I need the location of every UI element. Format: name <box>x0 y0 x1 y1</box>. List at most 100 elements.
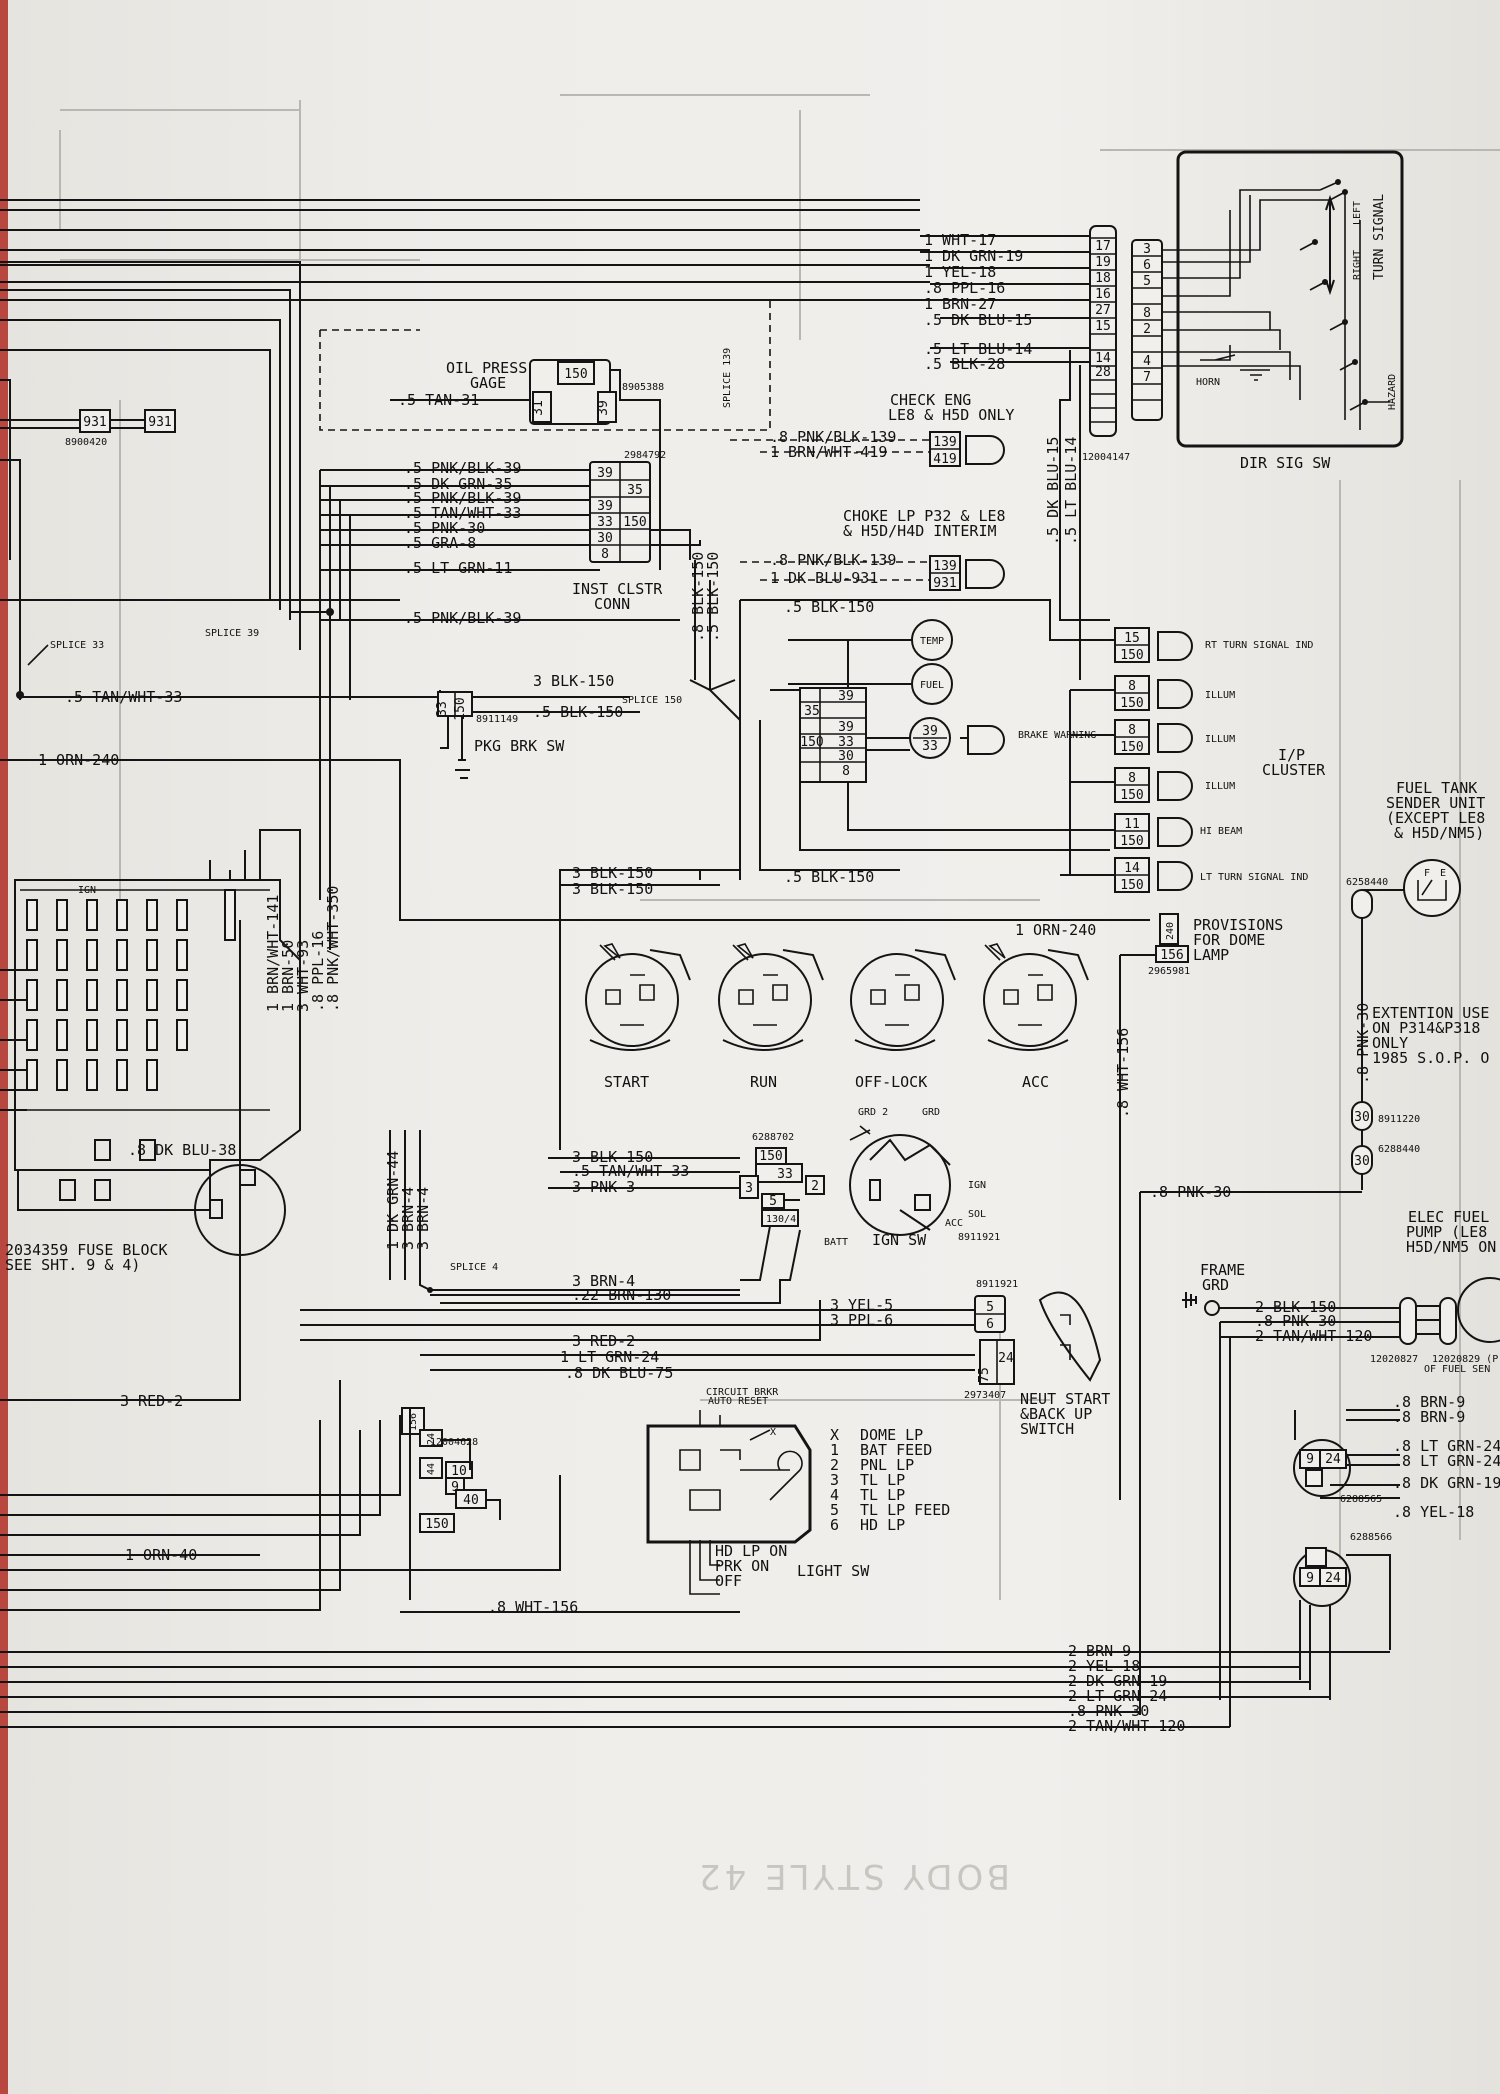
splice-139-label: SPLICE 139 <box>722 348 733 408</box>
check-eng-label-1: CHECK ENG <box>890 391 971 409</box>
fuel-sender-f: F <box>1424 868 1430 879</box>
ind-5-pin-bot: 150 <box>1120 834 1143 849</box>
oil-press-label-2: GAGE <box>470 374 506 392</box>
inst-wire-6: .5 GRA-8 <box>404 534 476 552</box>
ign-sw-label: IGN SW <box>872 1231 927 1249</box>
fuse-block-label-1: 2034359 FUSE BLOCK <box>5 1241 168 1259</box>
wire-label-blk-28: .5 BLK-28 <box>924 355 1005 373</box>
ls-pin-44: 44 <box>426 1463 437 1475</box>
wire-label-tan-31: .5 TAN-31 <box>398 391 479 409</box>
extention-connectors <box>1351 1101 1373 1175</box>
light-sw-part: 12004628 <box>430 1437 478 1448</box>
fuse-wire-wht-93: 3 WHT-93 <box>294 940 312 1012</box>
dir-pin-16: 16 <box>1095 287 1111 302</box>
check-eng-label-2: LE8 & H5D ONLY <box>888 406 1014 424</box>
ind-1-pin-top: 15 <box>1124 631 1140 646</box>
neut-wire-yel-5: 3 YEL-5 <box>830 1296 893 1314</box>
dir-pin-15: 15 <box>1095 319 1111 334</box>
wire-label-dk-blu-15: .5 DK BLU-15 <box>924 311 1032 329</box>
page-binding-edge <box>0 0 8 2094</box>
lower-left-wires <box>0 920 740 1613</box>
dome-label-3: LAMP <box>1193 946 1229 964</box>
splice-33-label: SPLICE 33 <box>50 640 104 651</box>
inst-wire-1: .5 PNK/BLK-39 <box>404 459 521 477</box>
ign-sw-grd2: GRD 2 <box>858 1107 888 1118</box>
neut-wire-dk-blu-75: .8 DK BLU-75 <box>565 1364 673 1382</box>
light-sw-connector <box>401 1407 501 1600</box>
wire-label-blk-150-d: .5 BLK-150 <box>784 868 874 886</box>
neut-wire-lt-grn-24: 1 LT GRN-24 <box>560 1348 659 1366</box>
ignition-switch <box>548 1125 951 1300</box>
dome-pin-156: 156 <box>1160 948 1183 963</box>
dome-label-2: FOR DOME <box>1193 931 1265 949</box>
ign-pos-start: START <box>604 1073 649 1091</box>
fuse-wire-brn-wht-141: 1 BRN/WHT-141 <box>264 895 282 1012</box>
ign-pin-150: 150 <box>759 1149 782 1164</box>
ign-wire-tan-wht-33: .5 TAN/WHT-33 <box>572 1162 689 1180</box>
cluster-pin-8: 8 <box>842 764 850 779</box>
ind-4-pin-top: 8 <box>1128 771 1136 786</box>
choke-wire-a: .8 PNK/BLK-139 <box>770 551 896 569</box>
light-sw-label: LIGHT SW <box>797 1562 870 1580</box>
splice-150-label: SPLICE 150 <box>622 695 682 706</box>
wire-label-orn-240-a: 1 ORN-240 <box>38 751 119 769</box>
brake-pin-33: 33 <box>922 739 938 754</box>
wire-label-tan-wht-33: .5 TAN/WHT-33 <box>65 688 182 706</box>
ls-pin-10: 10 <box>451 1464 467 1479</box>
conn-right-part-b: 6288566 <box>1350 1532 1392 1543</box>
ind-6-label: LT TURN SIGNAL IND <box>1200 872 1308 883</box>
extention-pin-b: 30 <box>1354 1154 1370 1169</box>
ls-pin-9: 9 <box>451 1480 459 1495</box>
light-switch: X <box>646 1410 812 1595</box>
inst-wire-7: .5 LT GRN-11 <box>404 559 512 577</box>
fuse-block-ign-label: IGN <box>78 885 96 896</box>
oil-press-gage <box>319 300 771 570</box>
extention-label-3: ONLY <box>1372 1034 1408 1052</box>
bleed-through-text: BODY STYLE 42 <box>695 1856 1010 1896</box>
ind-5-pin-top: 11 <box>1124 817 1140 832</box>
bottom-wire-bundle <box>0 1340 1390 1728</box>
ip-cluster-label-2: CLUSTER <box>1262 761 1326 779</box>
right-wire-lt-grn-24-a: .8 LT GRN-24 <box>1393 1437 1500 1455</box>
dir-pin-r-8: 8 <box>1143 306 1151 321</box>
elec-fuel-label-2: PUMP (LE8 <box>1406 1223 1487 1241</box>
ind-4-pin-bot: 150 <box>1120 788 1143 803</box>
ign-sw-batt: BATT <box>824 1237 848 1248</box>
neut-wire-ppl-6: 3 PPL-6 <box>830 1311 893 1329</box>
ign-pin-33: 33 <box>777 1167 793 1182</box>
wire-label-red-2: 3 RED-2 <box>120 1392 183 1410</box>
inst-pin-l1: 39 <box>597 466 613 481</box>
gauge-brake-label: BRAKE WARNING <box>1018 730 1096 741</box>
choke-label-2: & H5D/H4D INTERIM <box>843 522 997 540</box>
dir-pin-19: 19 <box>1095 255 1111 270</box>
check-eng-wire-b: 1 BRN/WHT-419 <box>770 443 887 461</box>
dir-pin-18: 18 <box>1095 271 1111 286</box>
pkg-brk-pin-33: 33 <box>435 701 450 717</box>
dir-sig-connector-id: 12004147 <box>1082 452 1130 463</box>
light-legend-val-4: TL LP <box>860 1486 905 1504</box>
oil-press-pin-31: 31 <box>531 400 546 416</box>
ign-pin-3: 3 <box>745 1181 753 1196</box>
ls-pin-156: 156 <box>408 1413 419 1431</box>
light-pos-hd-lp-on: HD LP ON <box>715 1542 787 1560</box>
wire-label-orn-240-b: 1 ORN-240 <box>1015 921 1096 939</box>
vert-wire-dk-blu-15: .5 DK BLU-15 <box>1044 437 1062 545</box>
brake-pin-39: 39 <box>922 724 938 739</box>
ign-sw-part-b: 8911921 <box>958 1232 1000 1243</box>
light-legend-key-4: 4 <box>830 1486 839 1504</box>
dome-lamp-provisions <box>1119 913 1189 1500</box>
choke-pin-931: 931 <box>933 576 956 591</box>
inst-clstr-part: 2984792 <box>624 450 666 461</box>
light-legend-val-x: DOME LP <box>860 1426 923 1444</box>
dir-sig-feed-wires <box>300 229 1110 680</box>
wire-label-pnk-30: .8 PNK-30 <box>1150 1183 1231 1201</box>
gauge-fuel-label: FUEL <box>920 680 944 691</box>
cluster-pin-33: 33 <box>838 735 854 750</box>
dir-sig-right-label: RIGHT <box>1352 250 1363 280</box>
ign-sw-ign: IGN <box>968 1180 986 1191</box>
light-legend-val-2: PNL LP <box>860 1456 914 1474</box>
inst-clstr-wires <box>319 469 701 950</box>
left-conn-931-a: 931 <box>83 415 106 430</box>
